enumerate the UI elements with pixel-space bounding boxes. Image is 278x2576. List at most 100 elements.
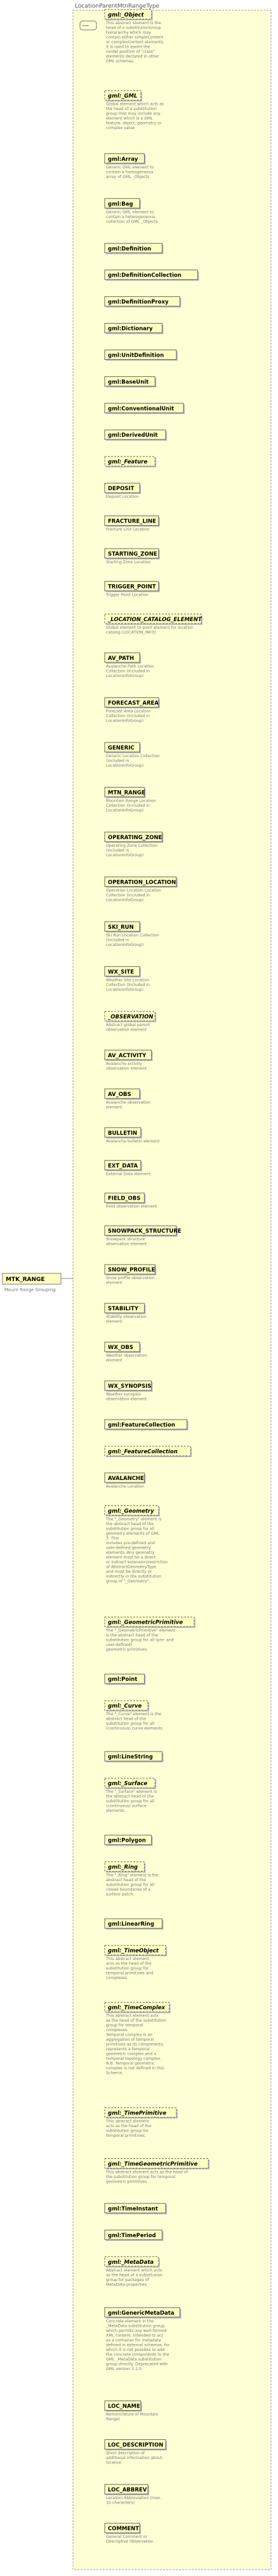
sequence-symbol: ── — [82, 23, 89, 29]
element-doc: is the abstract head of the — [106, 1633, 158, 1638]
schema-element[interactable]: gml:LineString — [104, 1751, 164, 1763]
element-doc: group for packages of — [106, 2278, 150, 2282]
element-name: gml:GenericMetaData — [108, 2310, 175, 2317]
element-doc: element must be a direct — [106, 1555, 156, 1559]
element-doc: includes pre-defined and — [106, 1541, 155, 1545]
element-name: gml:_Geometry — [108, 1508, 154, 1514]
element-doc: This abstract element acts — [105, 2014, 158, 2018]
element-name: gml:Polygon — [108, 1838, 146, 1844]
element-doc: Deposit Location — [106, 495, 139, 499]
element-doc: location — [106, 2461, 122, 2465]
element-name: gml:_TimePrimitive — [108, 2110, 166, 2116]
element-box — [104, 786, 145, 797]
schema-element[interactable]: gml:FeatureCollection — [104, 1419, 189, 1431]
schema-element[interactable]: gml:LinearRing — [104, 1918, 164, 1930]
schema-element[interactable]: gml:ConventionalUnit — [104, 402, 185, 414]
element-box — [104, 1835, 152, 1846]
element-name: gml:Definition — [108, 246, 151, 252]
schema-element[interactable]: gml:DefinitionProxy — [104, 296, 182, 308]
element-box — [104, 1472, 145, 1483]
schema-element[interactable]: gml:BaseUnit — [104, 376, 157, 388]
element-doc: LocationInfoGroup) — [106, 853, 143, 858]
element-doc: or complexContent elements. — [106, 40, 164, 45]
element-doc: Generic GML element to — [106, 165, 154, 170]
schema-element[interactable]: gml:Definition — [104, 243, 164, 254]
element-box — [104, 1050, 152, 1060]
schema-element[interactable]: gml:DefinitionCollection — [104, 270, 199, 281]
element-name: SNOW_PROFILE — [108, 1267, 155, 1273]
root-element[interactable]: MTK_RANGE Mount Range Grouping — [2, 1273, 62, 1292]
element-box — [104, 1160, 142, 1170]
element-box — [104, 966, 140, 976]
element-doc: Concrete element in the — [106, 2319, 154, 2324]
element-box — [104, 1225, 177, 1236]
element-name: gml:LinearRing — [108, 1921, 154, 1928]
element-box — [104, 2523, 140, 2533]
schema-element[interactable]: gml:DerivedUnit — [104, 429, 167, 441]
element-box — [104, 1088, 140, 1099]
element-box — [104, 2002, 170, 2013]
element-box — [104, 2107, 177, 2118]
element-name: AV_OBS — [108, 1092, 131, 1098]
schema-element[interactable]: gml:Dictionary — [104, 323, 164, 334]
element-doc: This abstract element — [105, 1957, 149, 1961]
schema-element[interactable]: gml:_FeatureCollection — [104, 1446, 192, 1457]
schema-element[interactable]: gml:_Feature — [104, 456, 157, 468]
element-doc: complexes. — [106, 2028, 128, 2032]
element-name: WX_SITE — [108, 969, 134, 975]
schema-element[interactable]: gml:Polygon — [104, 1835, 153, 1846]
schema-element[interactable]: gml:TimeInstant — [104, 2203, 167, 2214]
schema-element[interactable]: gml:TimePeriod — [104, 2230, 164, 2241]
element-doc: additional information about — [106, 2456, 162, 2460]
schema-element[interactable]: gml:UnitDefinition — [104, 349, 178, 361]
element-name: gml:Bag — [108, 201, 133, 207]
element-name: LOC_DESCRIPTION — [108, 2442, 163, 2449]
schema-element[interactable]: gml:Point — [104, 1673, 146, 1685]
